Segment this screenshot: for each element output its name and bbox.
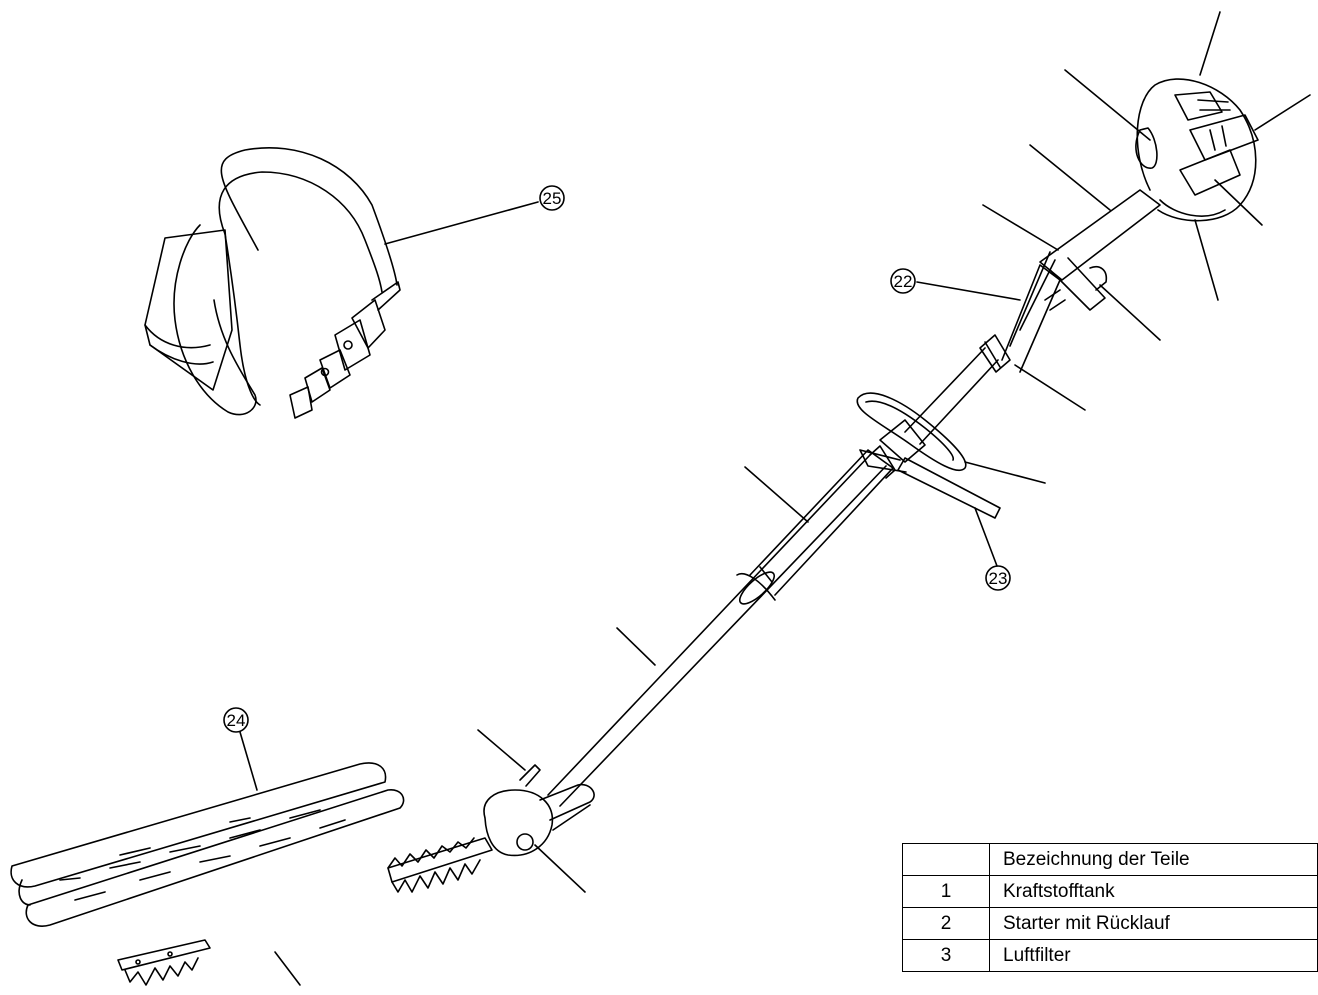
blade-fragment: [117, 939, 211, 986]
gear-head: [387, 764, 595, 893]
row-num: 2: [902, 907, 990, 940]
header-name: Bezeichnung der Teile: [989, 843, 1318, 876]
callout-24: 24: [227, 711, 246, 730]
table-row: 2 Starter mit Rücklauf: [902, 907, 1318, 940]
front-handle: [856, 392, 1001, 519]
row-num: 1: [902, 875, 990, 908]
callout-23: 23: [989, 569, 1008, 588]
callout-22: 22: [894, 272, 913, 291]
blade-cover: [10, 762, 405, 927]
callout-25: 25: [543, 189, 562, 208]
callout-markers: [223, 185, 1011, 733]
callout-23-circle: [985, 565, 1011, 591]
rear-handle: [1001, 189, 1161, 373]
table-row: 1 Kraftstofftank: [902, 875, 1318, 908]
hedge-trimmer: [387, 78, 1259, 893]
row-name: Kraftstofftank: [989, 875, 1318, 908]
engine-assembly: [1135, 78, 1259, 222]
row-num: 3: [902, 939, 990, 972]
table-row: 3 Luftfilter: [902, 939, 1318, 972]
leader-lines: [239, 11, 1311, 986]
parts-table: Bezeichnung der Teile 1 Kraftstofftank 2…: [902, 843, 1318, 972]
shoulder-harness: [144, 146, 401, 419]
row-name: Luftfilter: [989, 939, 1318, 972]
callout-22-circle: [890, 268, 916, 294]
table-header-row: Bezeichnung der Teile: [902, 843, 1318, 876]
header-num: [902, 843, 990, 876]
callout-25-circle: [539, 185, 565, 211]
callout-24-circle: [223, 707, 249, 733]
row-name: Starter mit Rücklauf: [989, 907, 1318, 940]
